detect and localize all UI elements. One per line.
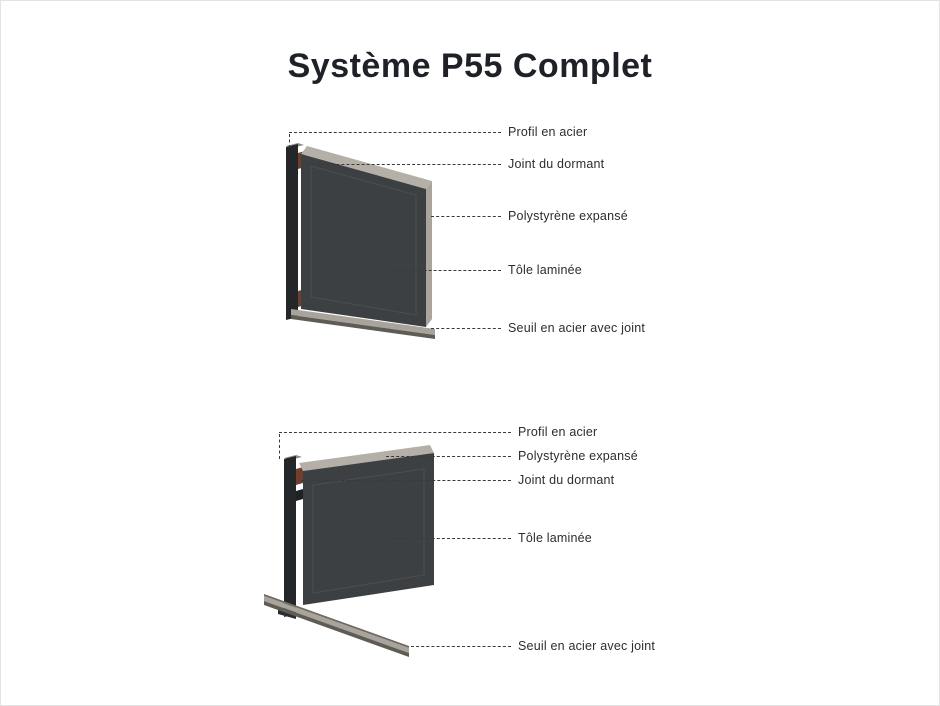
annotation-joint-dormant-bottom: Joint du dormant bbox=[301, 471, 614, 489]
annotation-tole-laminee-top: Tôle laminée bbox=[389, 261, 582, 279]
label-profil-en-acier: Profil en acier bbox=[518, 425, 598, 439]
steel-profile bbox=[286, 144, 298, 320]
panel-inner-line bbox=[312, 468, 425, 594]
annotation-profil-acier-bottom: Profil en acier bbox=[279, 423, 597, 441]
annotation-polystyrene-top: Polystyrène expansé bbox=[431, 207, 628, 225]
label-tole-laminee: Tôle laminée bbox=[518, 531, 592, 545]
annotation-joint-dormant-top: Joint du dormant bbox=[306, 155, 604, 173]
leader-line bbox=[386, 455, 511, 457]
annotation-polystyrene-bottom: Polystyrène expansé bbox=[386, 447, 638, 465]
label-polystyrene-expanse: Polystyrène expansé bbox=[518, 449, 638, 463]
label-seuil-acier-joint: Seuil en acier avec joint bbox=[518, 639, 656, 653]
leader-line-vertical bbox=[289, 134, 290, 148]
annotation-tole-laminee-bottom: Tôle laminée bbox=[386, 529, 592, 547]
steel-sill bbox=[264, 596, 409, 653]
panel-inner-line bbox=[310, 165, 417, 316]
leader-line bbox=[389, 269, 501, 271]
leader-line bbox=[279, 431, 511, 433]
steel-profile bbox=[284, 456, 296, 617]
sill-joint-strip bbox=[291, 315, 435, 339]
leader-line bbox=[411, 645, 511, 647]
annotation-profil-acier-top: Profil en acier bbox=[289, 123, 587, 141]
steel-sill bbox=[291, 309, 435, 335]
panel-top-edge bbox=[299, 445, 434, 471]
label-tole-laminee: Tôle laminée bbox=[508, 263, 582, 277]
leader-line bbox=[386, 537, 511, 539]
hinge bbox=[296, 489, 303, 501]
door-section-closed-illustration bbox=[286, 143, 435, 339]
annotation-seuil-bottom: Seuil en acier avec joint bbox=[411, 637, 655, 655]
laminated-sheet-face bbox=[301, 154, 426, 327]
laminated-sheet-face bbox=[303, 453, 434, 605]
sill-joint-strip bbox=[264, 601, 409, 657]
polystyrene-edge bbox=[426, 181, 432, 327]
label-joint-du-dormant: Joint du dormant bbox=[508, 157, 605, 171]
leader-line-vertical bbox=[279, 434, 280, 459]
annotation-seuil-top: Seuil en acier avec joint bbox=[431, 319, 645, 337]
panel-top-edge bbox=[301, 146, 432, 189]
leader-line bbox=[431, 215, 501, 217]
leader-line bbox=[301, 479, 511, 481]
label-seuil-acier-joint: Seuil en acier avec joint bbox=[508, 321, 646, 335]
leader-line bbox=[306, 163, 501, 165]
label-joint-du-dormant: Joint du dormant bbox=[518, 473, 615, 487]
page-title: Système P55 Complet bbox=[287, 47, 653, 85]
frame-joint bbox=[296, 467, 303, 485]
label-polystyrene-expanse: Polystyrène expansé bbox=[508, 209, 628, 223]
leader-line bbox=[431, 327, 501, 329]
leader-line bbox=[289, 131, 501, 133]
door-section-open-illustration bbox=[264, 445, 434, 657]
sill-top-rail bbox=[264, 594, 409, 648]
label-profil-en-acier: Profil en acier bbox=[508, 125, 588, 139]
